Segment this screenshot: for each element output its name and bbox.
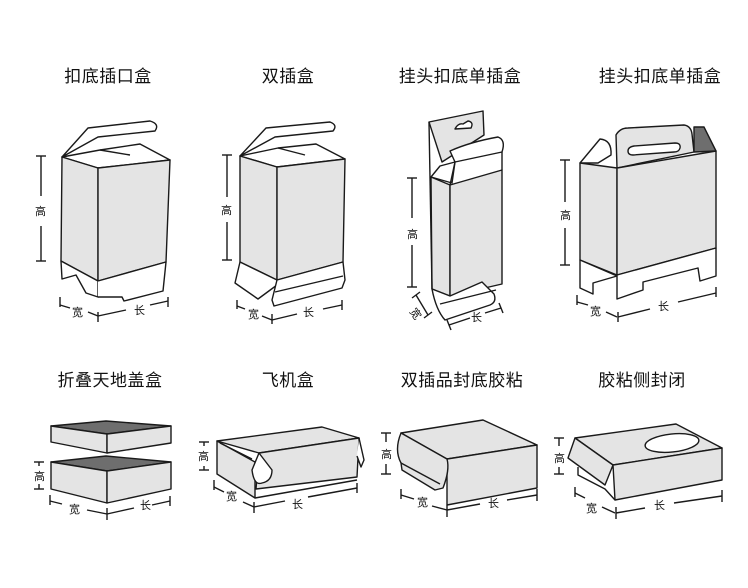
length-label: 长 bbox=[140, 499, 151, 512]
width-label: 宽 bbox=[226, 489, 237, 503]
height-dimension bbox=[554, 437, 564, 475]
height-label: 高 bbox=[381, 447, 392, 461]
double-tuck-box-icon bbox=[222, 121, 346, 324]
box-title: 双插盒 bbox=[261, 67, 315, 87]
length-label: 长 bbox=[303, 306, 314, 319]
height-dimension bbox=[407, 177, 417, 288]
box-title: 胶粘侧封闭 bbox=[598, 371, 686, 391]
length-label: 长 bbox=[658, 300, 669, 313]
box-title: 挂头扣底单插盒 bbox=[598, 67, 722, 87]
width-length-dimension bbox=[49, 495, 171, 520]
width-label: 宽 bbox=[69, 502, 80, 516]
width-length-dimension bbox=[576, 287, 717, 322]
height-label: 高 bbox=[407, 227, 418, 241]
width-label: 宽 bbox=[248, 307, 259, 321]
width-label: 宽 bbox=[407, 305, 425, 322]
width-label: 宽 bbox=[72, 305, 83, 319]
length-label: 长 bbox=[134, 304, 145, 317]
width-label: 宽 bbox=[417, 495, 428, 509]
height-label: 高 bbox=[35, 204, 46, 218]
folding-lid-and-base-box-icon bbox=[34, 420, 172, 520]
box-title: 挂头扣底单插盒 bbox=[398, 67, 522, 87]
height-label: 高 bbox=[221, 203, 232, 217]
glued-side-seal-tissue-box-icon bbox=[554, 423, 723, 519]
length-label: 长 bbox=[471, 311, 482, 324]
width-length-dimension bbox=[400, 489, 538, 517]
box-title: 折叠天地盖盒 bbox=[57, 371, 163, 391]
width-label: 宽 bbox=[586, 501, 597, 515]
width-length-dimension bbox=[411, 291, 504, 331]
height-dimension bbox=[381, 432, 391, 475]
tuck-top-snap-lock-bottom-box-icon bbox=[36, 120, 171, 322]
handle-snap-bottom-box-icon bbox=[560, 124, 717, 322]
height-dimension bbox=[34, 461, 44, 490]
box-title: 双插品封底胶粘 bbox=[400, 371, 524, 391]
box-title: 飞机盒 bbox=[261, 371, 315, 391]
height-dimension bbox=[199, 441, 209, 471]
width-length-dimension bbox=[213, 480, 358, 513]
height-dimension bbox=[36, 155, 46, 262]
double-tuck-glued-bottom-box-icon bbox=[381, 419, 538, 517]
width-length-dimension bbox=[574, 487, 723, 519]
width-length-dimension bbox=[59, 297, 169, 322]
width-length-dimension bbox=[236, 300, 343, 324]
hanger-tab-snap-bottom-box-icon bbox=[407, 110, 505, 331]
height-dimension bbox=[222, 154, 232, 261]
height-dimension bbox=[560, 159, 570, 266]
width-label: 宽 bbox=[590, 304, 601, 318]
box-title: 扣底插口盒 bbox=[64, 67, 152, 87]
length-label: 长 bbox=[292, 498, 303, 511]
length-label: 长 bbox=[654, 499, 665, 512]
height-label: 高 bbox=[198, 449, 209, 463]
height-label: 高 bbox=[34, 469, 45, 483]
height-label: 高 bbox=[560, 208, 571, 222]
length-label: 长 bbox=[488, 497, 499, 510]
height-label: 高 bbox=[554, 451, 565, 465]
mailer-box-icon bbox=[199, 426, 365, 513]
